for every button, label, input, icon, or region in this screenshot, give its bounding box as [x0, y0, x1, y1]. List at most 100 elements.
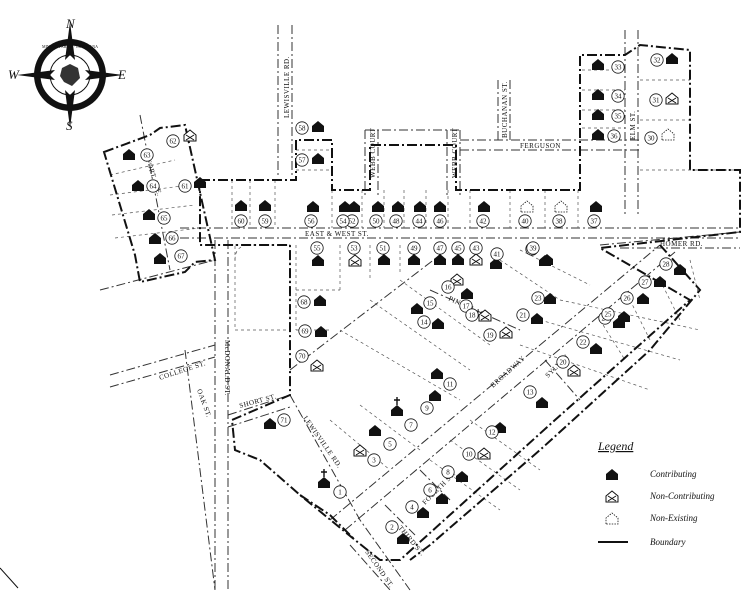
lot-number: 39 — [530, 245, 538, 253]
lot-28: 28 — [659, 257, 686, 275]
contributing-building-icon — [590, 201, 602, 212]
contributing-building-icon — [235, 200, 247, 211]
lot-number-circle — [451, 241, 465, 255]
lot-number-circle — [490, 247, 504, 261]
lot-71: 71 — [264, 413, 291, 429]
lot-number: 33 — [615, 64, 623, 72]
contributing-building-icon — [378, 254, 390, 265]
lot-6: 6 — [423, 483, 448, 504]
street-label-lewisville-rd-north: LEWISVILLE RD. — [283, 56, 291, 118]
contributing-building-icon — [132, 180, 144, 191]
street-label-mcdonald-st: McDONALD ST. — [223, 340, 231, 396]
lot-22: 22 — [576, 335, 602, 354]
contributing-building-icon — [536, 397, 548, 408]
lot-4: 4 — [405, 500, 429, 518]
lot-number-circle — [433, 241, 447, 255]
lot-number: 61 — [182, 183, 190, 191]
lot-number: 48 — [393, 218, 401, 226]
lot-number-circle — [433, 214, 447, 228]
lot-number: 51 — [380, 245, 388, 253]
lot-59: 59 — [258, 200, 272, 228]
lot-number-circle — [476, 214, 490, 228]
lot-markers: 1234567891011121314151617181920212223242… — [123, 53, 686, 544]
contributing-building-icon — [312, 121, 324, 132]
lot-number-circle — [277, 413, 291, 427]
contributing-building-icon — [123, 149, 135, 160]
lot-10: 10 — [462, 447, 491, 461]
lot-number: 19 — [487, 332, 495, 340]
contributing-building-icon — [312, 153, 324, 164]
lot-number: 43 — [473, 245, 481, 253]
contributing-building-icon — [390, 396, 404, 417]
street-label-ferguson: FERGUSON — [520, 142, 561, 150]
lot-46: 46 — [433, 201, 447, 228]
lot-5: 5 — [369, 425, 397, 451]
street-label-buchanan-st: BUCHANAN ST. — [501, 81, 509, 138]
lot-number: 7 — [409, 422, 413, 430]
lot-number: 18 — [469, 312, 477, 320]
lot-3: 3 — [353, 444, 381, 467]
lot-number: 1 — [338, 489, 342, 497]
lot-41: 41 — [490, 247, 504, 269]
lot-39: 39 — [526, 241, 553, 265]
lot-8: 8 — [441, 465, 468, 482]
lot-number-circle — [347, 241, 361, 255]
lot-13: 13 — [523, 385, 548, 408]
lot-60: 60 — [234, 200, 248, 228]
street-label-college-st: COLLEGE ST. — [158, 359, 207, 382]
contributing-building-icon — [408, 254, 420, 265]
contributing-building-icon — [317, 468, 331, 489]
lot-number: 58 — [299, 125, 307, 133]
lot-number-circle — [369, 214, 383, 228]
lot-57: 57 — [295, 153, 324, 167]
legend-title: Legend — [597, 439, 634, 453]
street-label-short-st: SHORT ST. — [238, 392, 277, 410]
lot-number: 15 — [427, 300, 435, 308]
lot-number: 44 — [416, 218, 424, 226]
lot-33: 33 — [592, 59, 625, 74]
lot-number-circle — [407, 241, 421, 255]
lot-number: 11 — [447, 381, 454, 389]
contributing-building-icon — [654, 276, 666, 287]
non-contributing-building-icon — [310, 359, 324, 372]
non-contributing-building-icon — [353, 444, 367, 457]
lot-number: 32 — [654, 57, 662, 65]
lot-number: 69 — [302, 328, 310, 336]
lot-number-circle — [165, 231, 179, 245]
lot-23: 23 — [531, 291, 556, 305]
contributing-legend-icon — [606, 469, 618, 480]
lot-number: 10 — [466, 451, 474, 459]
lot-number: 2 — [390, 524, 394, 532]
legend-boundary-label: Boundary — [650, 537, 686, 547]
lot-number-circle — [441, 280, 455, 294]
lot-number: 27 — [642, 279, 650, 287]
lot-56: 56 — [304, 201, 319, 228]
contributing-building-icon — [434, 201, 446, 212]
lot-number: 5 — [388, 441, 392, 449]
lot-43: 43 — [469, 241, 483, 266]
lot-number-circle — [469, 241, 483, 255]
non-existing-building-icon — [520, 200, 534, 213]
lot-number-circle — [417, 315, 431, 329]
lot-number-circle — [465, 308, 479, 322]
lot-number-circle — [526, 241, 540, 255]
lot-number-circle — [556, 355, 570, 369]
contributing-building-icon — [264, 418, 276, 429]
lot-number-circle — [659, 257, 673, 271]
lot-number-circle — [412, 214, 426, 228]
contributing-building-icon — [544, 293, 556, 304]
compass-north-label: N — [65, 16, 76, 31]
lot-20: 20 — [556, 355, 581, 377]
lot-number: 47 — [437, 245, 445, 253]
lot-number-circle — [485, 425, 499, 439]
contributing-building-icon — [590, 343, 602, 354]
lot-48: 48 — [389, 201, 404, 228]
non-existing-building-icon — [661, 128, 675, 141]
contributing-building-icon — [674, 264, 686, 275]
lot-34: 34 — [592, 89, 625, 103]
lot-number: 34 — [615, 93, 623, 101]
compass-rose: MINDEN PARISH · LOUISIANA N S E W — [8, 16, 126, 133]
lot-number-circle — [601, 307, 615, 321]
compass-badge-text: MINDEN PARISH · LOUISIANA — [42, 44, 98, 49]
contributing-building-icon — [531, 313, 543, 324]
